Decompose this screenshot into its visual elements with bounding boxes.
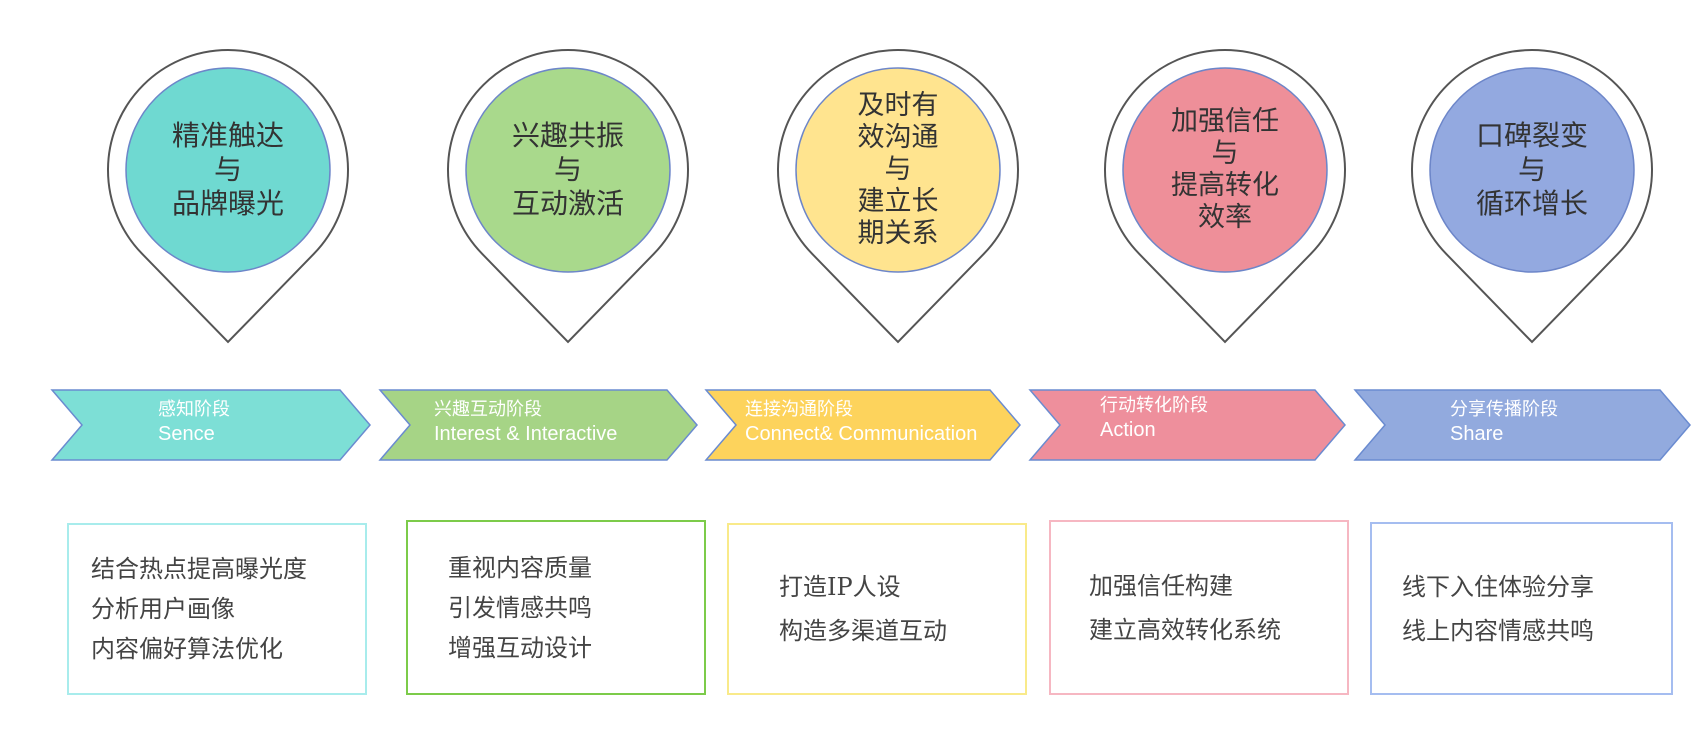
detail-item: 加强信任构建 [1089,571,1233,600]
stage-label-connect: 连接沟通阶段 Connect& Communication [745,398,977,446]
pin-label-line: 口碑裂变 [1475,119,1588,152]
stage-label-sence: 感知阶段 Sence [158,398,230,446]
pin-label-share: 口碑裂变与循环增长 [1430,68,1634,272]
detail-item: 内容偏好算法优化 [91,635,283,663]
stage-arrow-connect [704,389,1021,461]
pin-circle-share [1429,67,1635,273]
stage-name-en: Action [1100,419,1156,441]
stage-arrow-sence [50,389,371,461]
pin-label-line: 与 [213,153,242,186]
pin-label-line: 效率 [1198,202,1252,233]
stage-arrow-interest [378,389,698,461]
stage-name-cn: 感知阶段 [158,399,230,420]
pin-circle-sence [125,67,331,273]
detail-item: 分析用户画像 [91,595,235,623]
pin-label-line: 建立长 [857,186,939,217]
pin-label-line: 期关系 [857,218,939,249]
pin-label-line: 循环增长 [1475,187,1588,220]
stage-name-en: Interest & Interactive [434,423,618,445]
pin-circle-connect [795,67,1001,273]
detail-item: 引发情感共鸣 [448,593,592,622]
stage-label-share: 分享传播阶段 Share [1450,398,1558,446]
pin-label-sence: 精准触达与品牌曝光 [126,68,330,272]
detail-item: 线上内容情感共鸣 [1402,616,1594,645]
stage-name-en: Share [1450,423,1504,445]
detail-item: 线下入住体验分享 [1402,572,1594,601]
stage-name-cn: 分享传播阶段 [1450,399,1558,420]
pin-label-action: 加强信任与提高转化效率 [1123,68,1327,272]
pin-label-line: 及时有 [857,90,939,121]
stage-arrow-action [1028,389,1346,461]
pin-label-line: 品牌曝光 [171,187,284,220]
stage-label-interest: 兴趣互动阶段 Interest & Interactive [434,398,617,446]
pin-label-interest: 兴趣共振与互动激活 [466,68,670,272]
pin-label-line: 互动激活 [511,187,624,220]
pin-label-line: 与 [1517,153,1546,186]
pin-label-line: 与 [1211,138,1239,169]
detail-item: 建立高效转化系统 [1089,615,1281,644]
pin-label-line: 与 [884,154,912,185]
detail-list: 加强信任构建建立高效转化系统 [1051,522,1347,693]
detail-item: 构造多渠道互动 [779,617,947,645]
stage-name-cn: 行动转化阶段 [1100,395,1208,416]
stage-name-cn: 兴趣互动阶段 [434,399,542,420]
detail-list: 线下入住体验分享线上内容情感共鸣 [1372,524,1671,693]
pin-label-connect: 及时有效沟通与建立长期关系 [796,68,1000,272]
pin-label-line: 兴趣共振 [511,119,624,152]
detail-box-connect: 打造IP人设构造多渠道互动 [727,523,1027,695]
detail-item: 结合热点提高曝光度 [91,555,307,583]
detail-box-sence: 结合热点提高曝光度分析用户画像内容偏好算法优化 [67,523,367,695]
stage-arrow-share [1353,389,1691,461]
detail-list: 结合热点提高曝光度分析用户画像内容偏好算法优化 [69,525,365,693]
stage-label-action: 行动转化阶段 Action [1100,394,1208,442]
pin-label-line: 提高转化 [1171,170,1279,201]
pin-circle-action [1122,67,1328,273]
stage-name-en: Sence [158,423,215,445]
detail-list: 打造IP人设构造多渠道互动 [729,525,1025,693]
stage-name-en: Connect& Communication [745,423,978,445]
pin-label-line: 加强信任 [1171,106,1279,137]
pin-label-line: 效沟通 [857,122,939,153]
pin-label-line: 与 [553,153,582,186]
stage-name-cn: 连接沟通阶段 [745,399,853,420]
pin-circle-interest [465,67,671,273]
detail-box-action: 加强信任构建建立高效转化系统 [1049,520,1349,695]
detail-list: 重视内容质量引发情感共鸣增强互动设计 [408,522,704,693]
detail-item: 增强互动设计 [448,633,592,662]
detail-item: 打造IP人设 [779,573,901,601]
detail-box-share: 线下入住体验分享线上内容情感共鸣 [1370,522,1673,695]
detail-box-interest: 重视内容质量引发情感共鸣增强互动设计 [406,520,706,695]
pin-label-line: 精准触达 [171,119,284,152]
detail-item: 重视内容质量 [448,553,592,582]
